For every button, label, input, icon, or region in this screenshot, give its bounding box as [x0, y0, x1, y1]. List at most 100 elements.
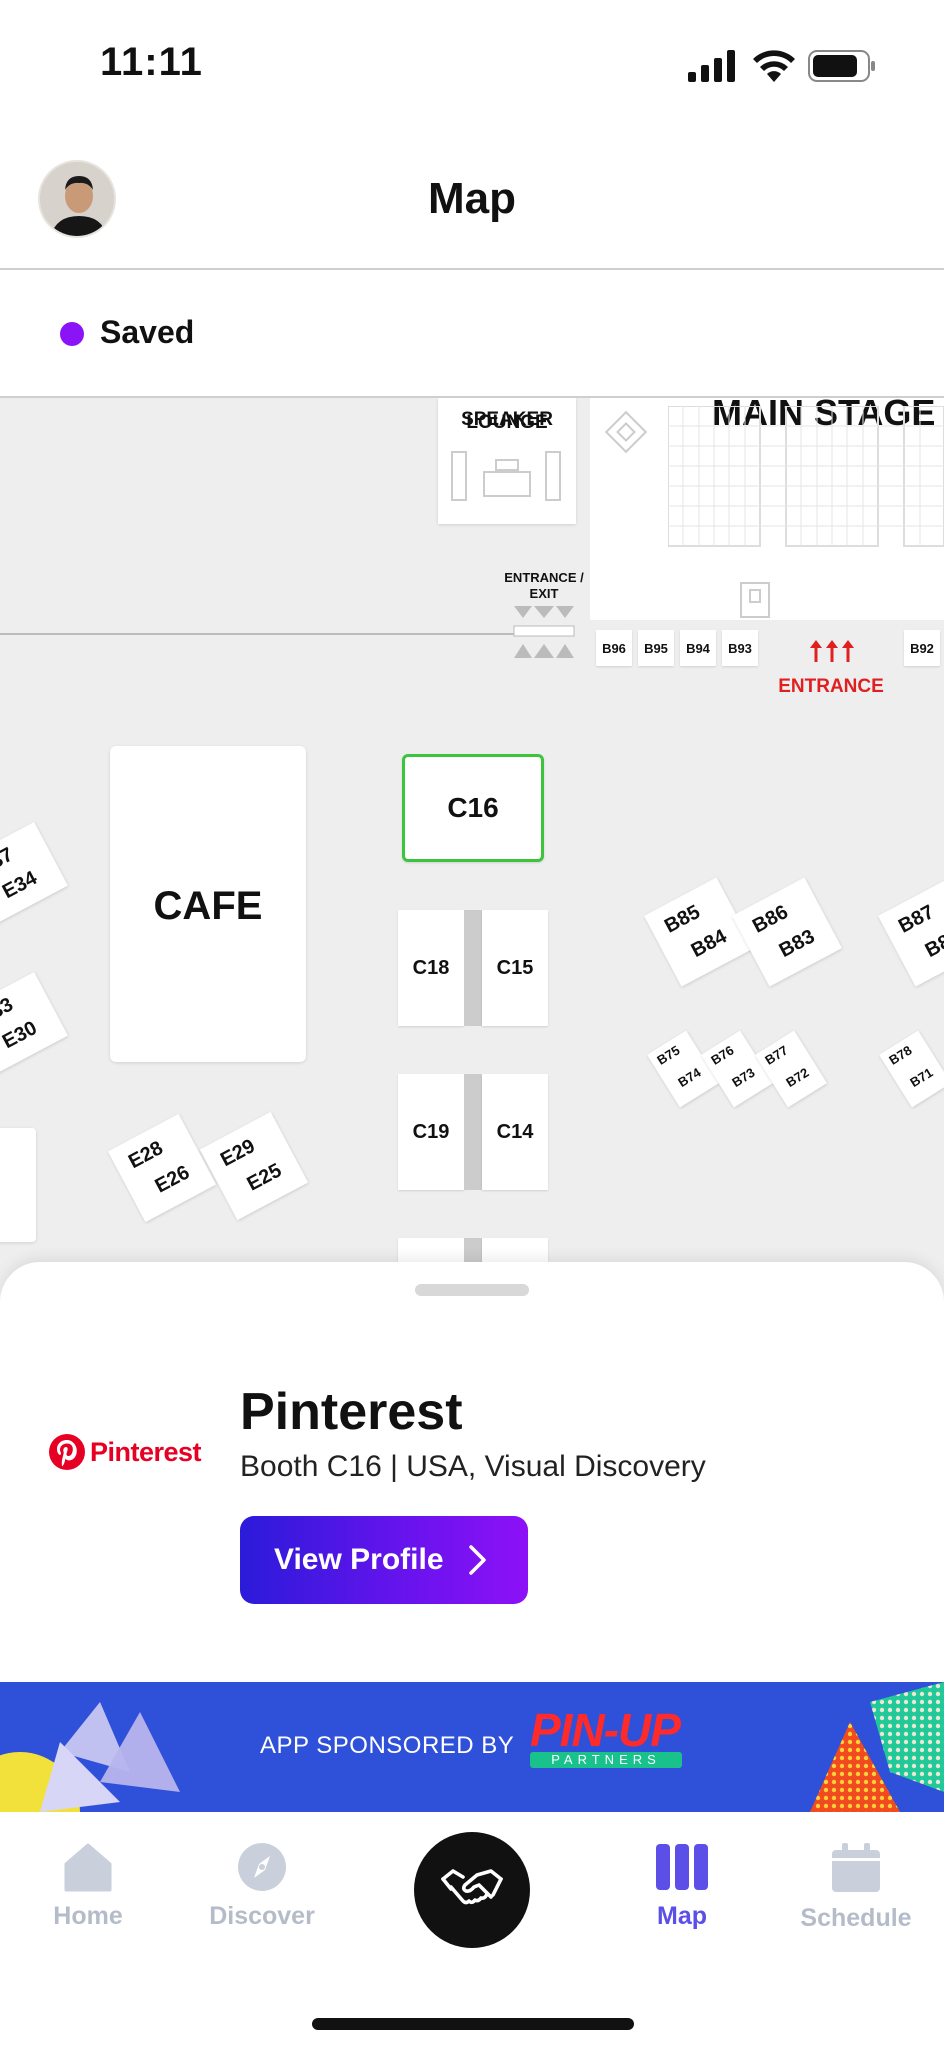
- tab-home-label: Home: [53, 1902, 123, 1930]
- booth-divider: [464, 910, 482, 1026]
- speaker-lounge-label: SPEAKER LOUNGE: [461, 410, 553, 426]
- compass-icon: [238, 1843, 286, 1891]
- booth-e29-e25[interactable]: E29 E25: [199, 1111, 309, 1221]
- booth-b74: B74: [675, 1064, 704, 1091]
- booth-b78: B78: [886, 1042, 915, 1068]
- tab-map[interactable]: Map: [602, 1842, 762, 1931]
- pinterest-logo-text: Pinterest: [90, 1436, 202, 1467]
- booth-b83: B83: [775, 925, 819, 962]
- tab-home[interactable]: Home: [8, 1842, 168, 1931]
- entrance-label: ENTRANCE: [778, 676, 884, 697]
- booth-e25: E25: [243, 1159, 286, 1196]
- booth-b78-b71[interactable]: B78 B71: [879, 1030, 944, 1108]
- tab-schedule[interactable]: Schedule: [776, 1842, 936, 1933]
- booth-c15[interactable]: C15: [482, 910, 548, 1026]
- wall-line: [0, 633, 520, 635]
- sponsor-text: APP SPONSORED BY: [260, 1732, 515, 1759]
- view-profile-label: View Profile: [274, 1543, 444, 1576]
- booth-c16-selected[interactable]: C16: [402, 754, 544, 862]
- page-title: Map: [428, 174, 516, 223]
- sheet-handle[interactable]: [415, 1284, 529, 1296]
- cafe-area[interactable]: [110, 746, 306, 1062]
- podium-icon: [740, 582, 770, 618]
- cafe-label: CAFE: [153, 884, 263, 928]
- booth-c19[interactable]: C19: [398, 1074, 464, 1190]
- status-time: 11:11: [100, 40, 203, 84]
- booth-e26: E26: [151, 1161, 194, 1198]
- booth-e28: E28: [124, 1137, 167, 1174]
- entrance-arrows-icon: [810, 640, 854, 662]
- pinup-logo-text: PIN-UP: [530, 1704, 681, 1756]
- booth-b75: B75: [654, 1042, 683, 1068]
- tab-schedule-label: Schedule: [800, 1904, 912, 1932]
- pinup-partners-logo: PIN-UP PARTNERS: [530, 1704, 684, 1772]
- booth-b77: B77: [762, 1042, 791, 1068]
- sponsor-banner[interactable]: APP SPONSORED BY PIN-UP PARTNERS: [0, 1682, 944, 1812]
- booth-b87-b82[interactable]: B87 B82: [878, 877, 944, 987]
- booth-b86-b83[interactable]: B86 B83: [732, 877, 842, 987]
- entrance-exit-label: ENTRANCE / EXIT: [504, 570, 584, 601]
- booth-c18[interactable]: C18: [398, 910, 464, 1026]
- booth-b96[interactable]: B96: [596, 630, 632, 666]
- pinterest-logo-icon: [49, 1434, 85, 1470]
- floor-map[interactable]: SPEAKER LOUNGE LOUNGE MAIN STAGE: [0, 398, 944, 1328]
- calendar-icon: [832, 1843, 880, 1892]
- booth-e29: E29: [216, 1135, 259, 1172]
- saved-dot: [60, 322, 84, 346]
- stage-seating-icon: [668, 406, 944, 547]
- avatar[interactable]: [38, 160, 116, 238]
- booth-b75-b74[interactable]: B75 B74: [647, 1030, 719, 1108]
- booth-b95[interactable]: B95: [638, 630, 674, 666]
- booth-e34: E34: [0, 867, 41, 904]
- exhibitor-sheet[interactable]: Pinterest Pinterest Booth C16 | USA, Vis…: [0, 1262, 944, 1682]
- battery-icon: [808, 50, 875, 82]
- booth-e37-e34[interactable]: E37 E34: [0, 822, 68, 926]
- booth-b76-b73[interactable]: B76 B73: [701, 1030, 773, 1108]
- filter-bar[interactable]: Saved: [0, 270, 944, 398]
- exhibitor-name: Pinterest: [240, 1383, 463, 1441]
- wifi-icon: [753, 50, 795, 82]
- booth-b87: B87: [895, 900, 938, 938]
- handshake-icon: [441, 1869, 503, 1905]
- booth-b86: B86: [749, 900, 792, 938]
- booth-b77-b72[interactable]: B77 B72: [755, 1030, 827, 1108]
- banner-decoration-left: [0, 1702, 180, 1812]
- booth-b92[interactable]: B92: [904, 630, 940, 666]
- lounge-label: LOUNGE: [466, 412, 548, 433]
- booth-e33-e30[interactable]: E33 E30: [0, 972, 68, 1076]
- booth-b84: B84: [687, 925, 731, 962]
- lounge-furniture-icon: [451, 451, 561, 501]
- booth-b72: B72: [783, 1064, 812, 1091]
- header: Map: [0, 130, 944, 270]
- booth-e28-e26[interactable]: E28 E26: [107, 1113, 217, 1223]
- tab-discover-label: Discover: [209, 1902, 315, 1930]
- saved-filter-label[interactable]: Saved: [100, 314, 195, 350]
- tab-bar: Home Discover Map: [0, 1812, 944, 2048]
- booth-c14[interactable]: C14: [482, 1074, 548, 1190]
- home-indicator: [312, 2018, 634, 2030]
- networking-button[interactable]: [414, 1832, 530, 1948]
- avatar-photo: [40, 162, 114, 236]
- booth-b85-b84[interactable]: B85 B84: [644, 877, 754, 987]
- stage-marker-icon: [604, 410, 648, 454]
- tab-discover[interactable]: Discover: [182, 1842, 342, 1931]
- map-block-left: [0, 1128, 36, 1242]
- booth-b73: B73: [729, 1064, 758, 1091]
- tab-map-label: Map: [657, 1902, 707, 1930]
- booth-b71: B71: [907, 1064, 936, 1091]
- banner-decoration-right: [810, 1682, 944, 1812]
- signal-icon: [688, 50, 735, 82]
- booth-divider: [464, 1074, 482, 1190]
- booth-e30: E30: [0, 1017, 41, 1054]
- chevron-right-icon: [469, 1545, 486, 1575]
- booth-b93[interactable]: B93: [722, 630, 758, 666]
- booth-b82: B82: [921, 925, 944, 962]
- booth-b85: B85: [661, 900, 704, 938]
- status-bar: 11:11: [0, 0, 944, 130]
- entrance-exit-icon: [513, 606, 575, 658]
- exhibitor-meta: Booth C16 | USA, Visual Discovery: [240, 1450, 706, 1483]
- view-profile-button[interactable]: View Profile: [240, 1516, 528, 1604]
- main-stage-label: MAIN STAGE: [712, 398, 936, 433]
- booth-b94[interactable]: B94: [680, 630, 716, 666]
- pinterest-logo: Pinterest: [48, 1432, 202, 1472]
